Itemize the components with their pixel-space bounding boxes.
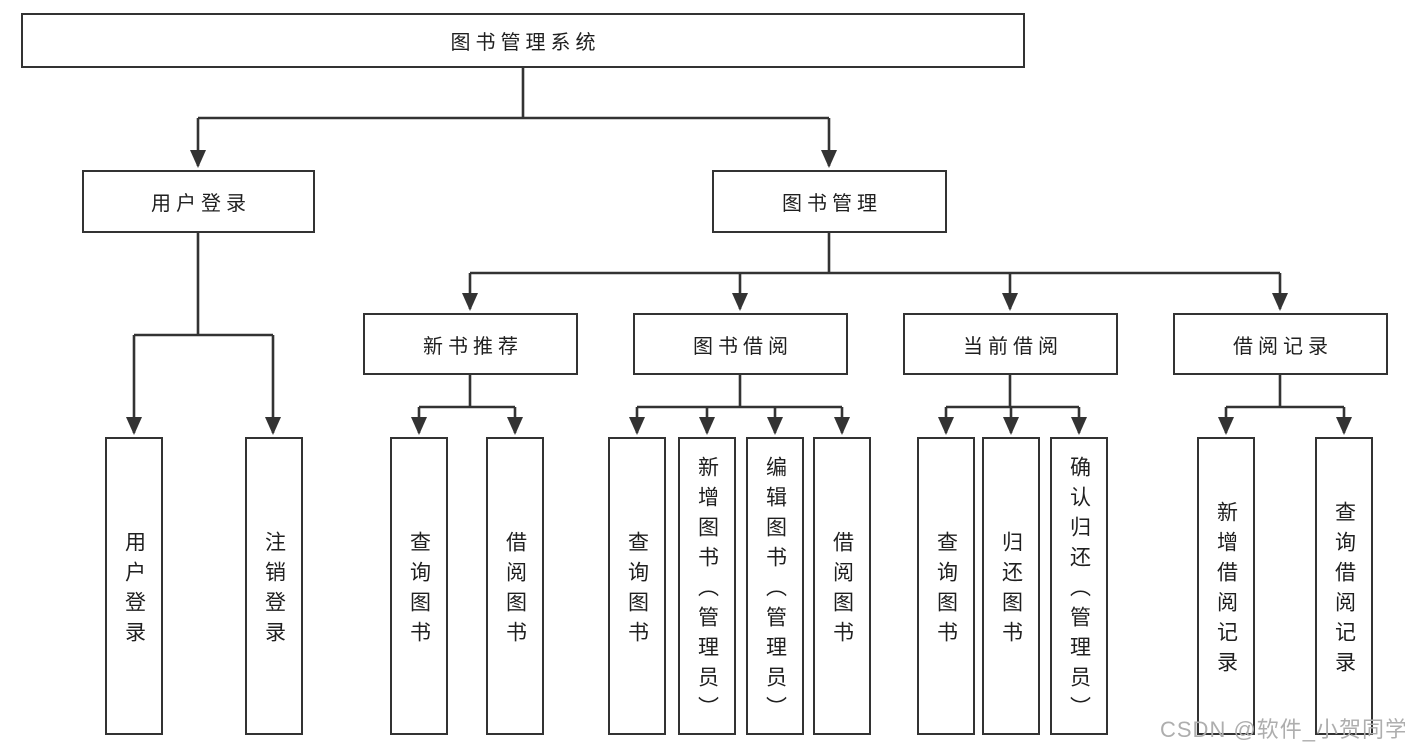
connector-arrows bbox=[126, 118, 1352, 435]
connector-root-to-level2 bbox=[198, 68, 829, 120]
node-user-login-label: 用户登录 bbox=[151, 193, 251, 215]
leaf-borrow-books-2: 借阅图书 bbox=[813, 437, 871, 735]
leaf-query-borrow-record-label: 查询借阅记录 bbox=[1332, 500, 1356, 681]
leaf-borrow-books-2-label: 借阅图书 bbox=[830, 530, 854, 651]
node-book-borrow-label: 图书借阅 bbox=[693, 335, 793, 358]
leaf-edit-book-admin: 编辑图书（管理员） bbox=[746, 437, 804, 735]
node-root-label: 图书管理系统 bbox=[450, 32, 601, 54]
leaf-return-book: 归还图书 bbox=[982, 437, 1040, 735]
node-borrow-records-label: 借阅记录 bbox=[1233, 335, 1333, 358]
connector-current-borrow-branch bbox=[946, 375, 1079, 409]
leaf-add-borrow-record-label: 新增借阅记录 bbox=[1214, 500, 1238, 681]
leaf-logout: 注销登录 bbox=[245, 437, 303, 735]
leaf-query-borrow-record: 查询借阅记录 bbox=[1315, 437, 1373, 735]
node-new-books: 新书推荐 bbox=[363, 313, 578, 375]
node-current-borrow: 当前借阅 bbox=[903, 313, 1118, 375]
leaf-return-book-label: 归还图书 bbox=[999, 530, 1023, 651]
leaf-add-book-admin: 新增图书（管理员） bbox=[678, 437, 736, 735]
node-borrow-records: 借阅记录 bbox=[1173, 313, 1388, 375]
node-book-borrow: 图书借阅 bbox=[633, 313, 848, 375]
leaf-add-borrow-record: 新增借阅记录 bbox=[1197, 437, 1255, 735]
leaf-add-book-admin-label: 新增图书（管理员） bbox=[695, 455, 719, 726]
connector-book-mgmt-branch bbox=[470, 233, 1280, 275]
csdn-watermark: CSDN @软件_小贺同学 bbox=[1160, 717, 1405, 742]
leaf-query-books-2-label: 查询图书 bbox=[625, 530, 649, 651]
leaf-query-books-2: 查询图书 bbox=[608, 437, 666, 735]
leaf-borrow-books-1-label: 借阅图书 bbox=[503, 530, 527, 651]
node-user-login: 用户登录 bbox=[82, 170, 315, 233]
leaf-user-login-label: 用户登录 bbox=[122, 530, 146, 651]
leaf-query-books-3-label: 查询图书 bbox=[934, 530, 958, 651]
leaf-user-login: 用户登录 bbox=[105, 437, 163, 735]
leaf-query-books-1-label: 查询图书 bbox=[407, 530, 431, 651]
leaf-borrow-books-1: 借阅图书 bbox=[486, 437, 544, 735]
connector-user-login-branch bbox=[134, 233, 273, 337]
node-current-borrow-label: 当前借阅 bbox=[963, 335, 1063, 358]
node-book-mgmt-label: 图书管理 bbox=[782, 193, 882, 215]
leaf-confirm-return-admin: 确认归还（管理员） bbox=[1050, 437, 1108, 735]
node-new-books-label: 新书推荐 bbox=[423, 335, 523, 358]
connector-new-books-branch bbox=[419, 375, 515, 409]
leaf-query-books-1: 查询图书 bbox=[390, 437, 448, 735]
leaf-confirm-return-admin-label: 确认归还（管理员） bbox=[1067, 455, 1091, 726]
node-root: 图书管理系统 bbox=[21, 13, 1025, 68]
leaf-logout-label: 注销登录 bbox=[262, 530, 286, 651]
node-book-mgmt: 图书管理 bbox=[712, 170, 947, 233]
leaf-edit-book-admin-label: 编辑图书（管理员） bbox=[763, 455, 787, 726]
connector-borrow-records-branch bbox=[1226, 375, 1344, 409]
leaf-query-books-3: 查询图书 bbox=[917, 437, 975, 735]
connector-book-borrow-branch bbox=[637, 375, 842, 409]
